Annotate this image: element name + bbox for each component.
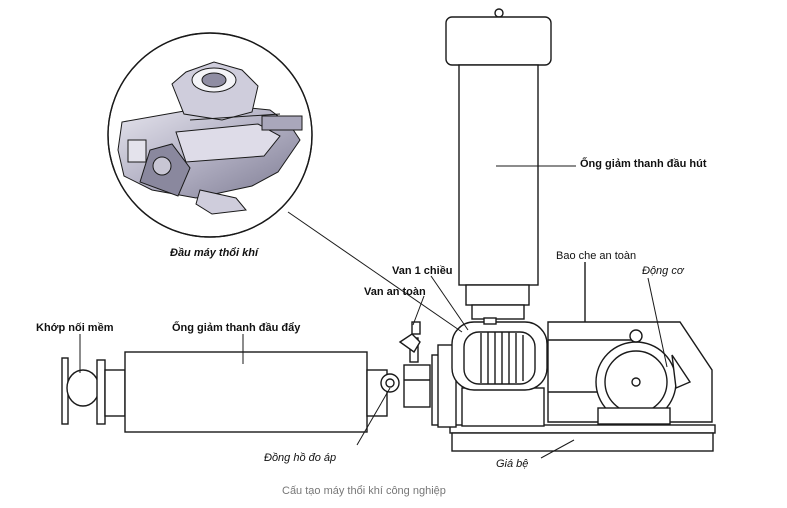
label-base: Giá bệ (496, 458, 529, 470)
label-safety-valve: Van an toàn (364, 286, 426, 298)
blower-body (431, 317, 548, 428)
leader-lines (79, 165, 668, 459)
base-frame (449, 424, 716, 452)
figure-caption: Cấu tạo máy thổi khí công nghiệp (282, 485, 446, 497)
label-flexible-joint: Khớp nối mềm (36, 322, 114, 334)
label-motor: Động cơ (642, 265, 684, 277)
label-discharge-silencer: Ống giảm thanh đầu đẩy (172, 322, 301, 334)
suction-silencer (445, 8, 552, 320)
label-blower-head: Đầu máy thổi khí (170, 247, 259, 259)
discharge-line (61, 321, 431, 433)
blower-head-inset (107, 32, 313, 238)
label-pressure-gauge: Đồng hồ đo áp (264, 452, 337, 464)
label-suction-silencer: Ống giảm thanh đầu hút (580, 158, 707, 170)
label-check-valve: Van 1 chiều (392, 265, 453, 277)
motor (595, 329, 692, 425)
label-safety-cover: Bao che an toàn (556, 250, 637, 262)
